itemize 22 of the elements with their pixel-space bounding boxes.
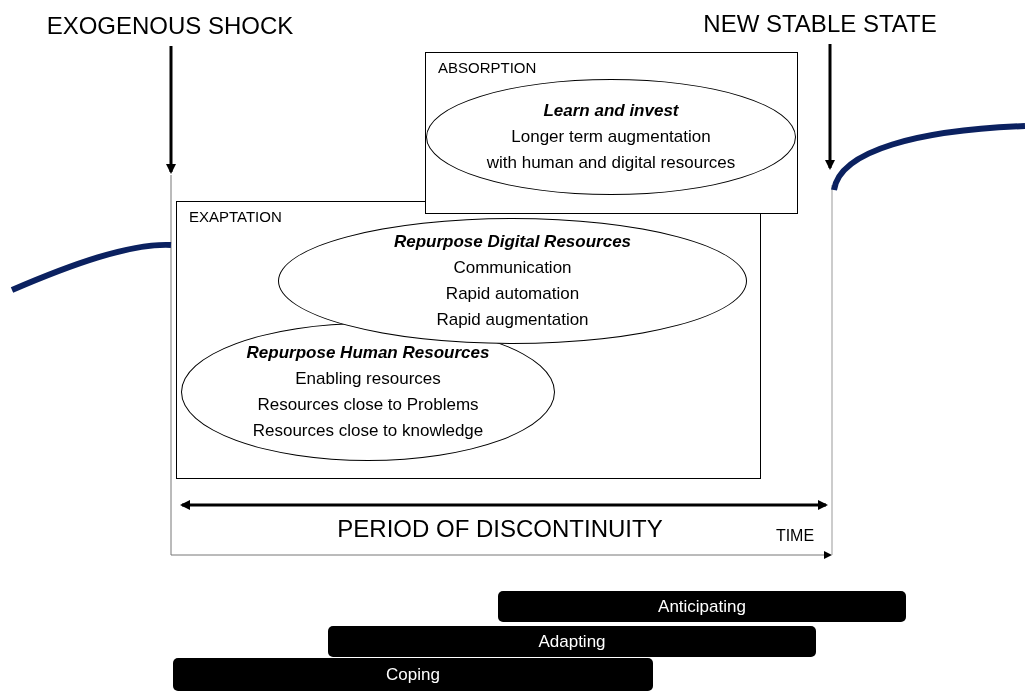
timeline-bar: Coping — [173, 658, 653, 691]
strategy-item: Resources close to Problems — [257, 394, 479, 416]
strategy-heading: Repurpose Human Resources — [246, 342, 490, 364]
strategy-item: Rapid automation — [445, 283, 580, 305]
strategy-item: Longer term augmentation — [511, 126, 711, 148]
phase-box — [176, 201, 761, 479]
phase-title: ABSORPTION — [438, 59, 537, 76]
event-label: EXOGENOUS SHOCK — [45, 12, 295, 40]
period-label: PERIOD OF DISCONTINUITY — [336, 515, 664, 543]
timeline-bar: Adapting — [328, 626, 816, 657]
timeline-bar: Anticipating — [498, 591, 906, 622]
axis-label: TIME — [774, 527, 816, 545]
strategy-heading: Repurpose Digital Resources — [393, 231, 632, 253]
strategy-item: Rapid augmentation — [436, 309, 589, 331]
phase-title: EXAPTATION — [189, 208, 282, 225]
phase-box — [425, 52, 798, 214]
strategy-item: Communication — [453, 257, 572, 279]
event-label: NEW STABLE STATE — [702, 10, 938, 38]
strategy-item: Enabling resources — [295, 368, 441, 390]
strategy-item: Resources close to knowledge — [252, 420, 484, 442]
strategy-item: with human and digital resources — [486, 152, 736, 174]
strategy-heading: Learn and invest — [543, 100, 679, 122]
